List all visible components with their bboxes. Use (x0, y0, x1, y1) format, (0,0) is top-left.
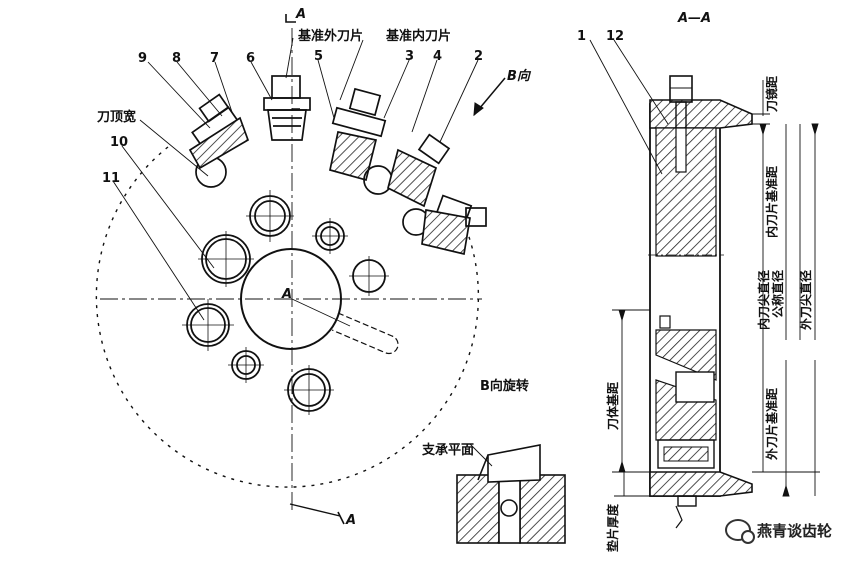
hole-crosshairs (182, 190, 389, 415)
part-10: 10 (110, 135, 128, 150)
part-7: 7 (210, 51, 219, 66)
part-2: 2 (474, 49, 483, 64)
section-title: A—A (677, 11, 711, 26)
label-outer-blade-base-dist: 外刀片基准距 (764, 388, 779, 460)
b-rotated-detail (456, 443, 566, 544)
watermark-text: 燕青谈齿轮 (756, 521, 832, 540)
label-inner-blade-base-dist: 内刀片基准距 (764, 166, 779, 238)
part-8: 8 (172, 51, 181, 66)
text-labels: A A A—A 基准外刀片 基准内刀片 B向 刀顶宽 A B向旋转 支承平面 1… (97, 7, 813, 552)
blade-group-left (188, 93, 250, 188)
part-9: 9 (138, 51, 147, 66)
section-mark-top: A (295, 7, 306, 22)
part-5: 5 (314, 49, 323, 64)
blade-group-outer-ref (263, 75, 311, 141)
leader-lines (112, 37, 479, 321)
bolt-holes (186, 195, 386, 412)
label-outer-tip-diameter: 外刀尖直径 (798, 270, 813, 330)
label-body-base-dist: 刀体基距 (605, 382, 620, 430)
label-center-a: A (281, 287, 292, 302)
part-12: 12 (606, 29, 624, 44)
blade-group-right (387, 133, 487, 256)
label-blade-mirror-dist: 刀镜距 (764, 76, 779, 112)
label-inner-tip-diameter: 内刀尖直径 (756, 270, 771, 330)
dimension-lines (589, 39, 820, 497)
label-shim-thickness: 垫片厚度 (605, 503, 620, 552)
section-mark-bottom: A (345, 513, 356, 528)
label-nominal-diameter: 公称直径 (770, 270, 785, 318)
part-1: 1 (577, 29, 586, 44)
label-support-plane: 支承平面 (421, 442, 474, 458)
part-3: 3 (405, 49, 414, 64)
part-11: 11 (102, 171, 120, 186)
label-outer-blade: 基准外刀片 (297, 28, 363, 44)
section-aa-view (589, 39, 820, 529)
blade-group-inner-ref (329, 87, 393, 195)
label-inner-blade: 基准内刀片 (385, 28, 451, 44)
label-b-direction: B向 (507, 68, 532, 84)
label-top-width: 刀顶宽 (97, 109, 136, 125)
part-6: 6 (246, 51, 255, 66)
label-b-rotated: B向旋转 (480, 378, 529, 394)
part-4: 4 (433, 49, 442, 64)
wechat-icon (724, 519, 755, 544)
cutter-disk-view (95, 14, 506, 525)
watermark: 燕青谈齿轮 (724, 519, 832, 544)
